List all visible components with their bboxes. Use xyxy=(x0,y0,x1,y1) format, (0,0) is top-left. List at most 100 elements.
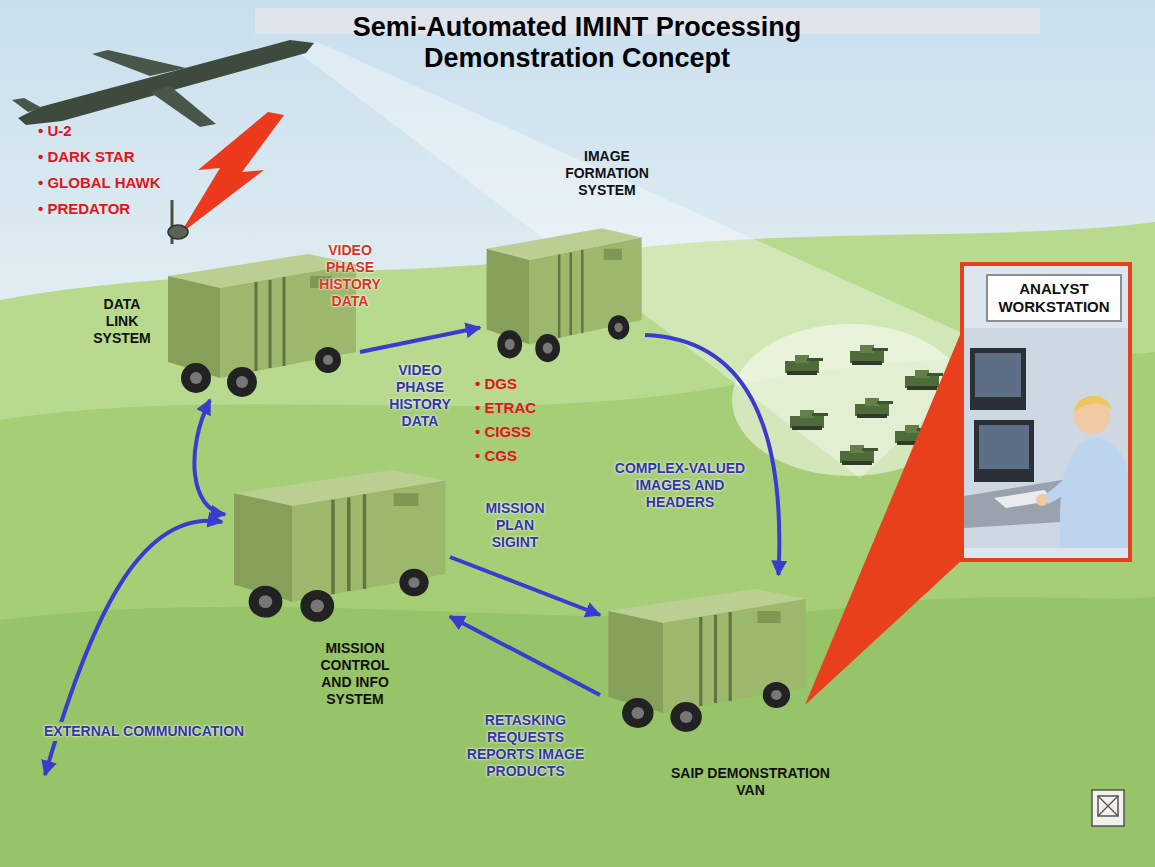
van-side xyxy=(293,481,446,602)
van-illustration xyxy=(225,455,450,625)
flow-arrow xyxy=(450,617,600,696)
van-wheel xyxy=(227,367,257,397)
callout-wedge xyxy=(805,330,962,705)
van-hub xyxy=(614,323,622,332)
van-illustration xyxy=(600,575,810,735)
van-door-line xyxy=(714,615,717,703)
edge-label: VIDEO PHASE HISTORY DATA xyxy=(375,362,465,430)
van-illustration xyxy=(480,215,645,365)
van-wheel xyxy=(608,315,629,339)
edge-label: COMPLEX-VALUED IMAGES AND HEADERS xyxy=(605,460,755,511)
van-wheel xyxy=(249,586,283,618)
logo-mark xyxy=(1098,796,1118,816)
van-door-line xyxy=(581,250,583,333)
van-door-line xyxy=(269,280,272,368)
van-hub xyxy=(408,577,419,588)
van-wheel xyxy=(535,334,560,362)
van-label: IMAGE FORMATION SYSTEM xyxy=(552,148,662,199)
van-side xyxy=(663,599,806,713)
ground-station-list-item: • CIGSS xyxy=(475,423,585,441)
flow-arrow xyxy=(194,400,225,515)
tank xyxy=(840,445,878,465)
platform-list-item: • U-2 xyxy=(38,122,208,140)
mission-control-van: MISSION CONTROL AND INFO SYSTEM xyxy=(225,455,450,625)
callout-heading: ANALYST WORKSTATION xyxy=(990,280,1118,316)
van-wheel xyxy=(315,347,341,373)
analyst-workstation-callout: ANALYST WORKSTATION xyxy=(960,262,1132,562)
van-wheel xyxy=(300,590,334,622)
van-vent xyxy=(604,249,622,260)
tank xyxy=(790,410,828,430)
analyst-hair xyxy=(1074,396,1112,412)
logo-frame xyxy=(1092,790,1124,826)
van-front xyxy=(487,249,530,345)
van-hub xyxy=(771,690,782,700)
van-door-line xyxy=(570,253,572,336)
tank xyxy=(785,355,823,375)
logo-mark xyxy=(1098,796,1118,816)
logo-icon xyxy=(1092,790,1124,826)
monitor-screen xyxy=(975,353,1021,397)
monitor-screen xyxy=(979,425,1029,469)
van-door-line xyxy=(699,617,702,706)
van-door-line xyxy=(347,498,350,592)
van-front xyxy=(608,611,663,713)
van-hub xyxy=(543,343,553,354)
analyst-body xyxy=(1060,438,1128,548)
hill xyxy=(0,597,1155,867)
van-wheel xyxy=(670,702,702,732)
van-hub xyxy=(680,711,693,723)
van-hub xyxy=(505,339,515,350)
van-wheel xyxy=(399,569,428,597)
hill xyxy=(0,352,1155,867)
platform-list-item: • PREDATOR xyxy=(38,200,208,218)
antenna-dish xyxy=(168,225,188,239)
monitor xyxy=(970,348,1026,410)
platform-list-item: • GLOBAL HAWK xyxy=(38,174,208,192)
aircraft-wing xyxy=(150,86,216,127)
room-wall xyxy=(964,328,1128,548)
keyboard xyxy=(994,490,1056,508)
flow-arrow xyxy=(645,335,779,575)
sensor-beam xyxy=(298,42,1000,478)
platform-list-item: • DARK STAR xyxy=(38,148,208,166)
edge-label: RETASKING REQUESTS REPORTS IMAGE PRODUCT… xyxy=(458,712,593,780)
van-hub xyxy=(632,707,645,719)
flow-arrow xyxy=(450,557,600,615)
van-wheel xyxy=(181,363,211,393)
van-door-line xyxy=(363,494,366,589)
flow-arrow xyxy=(360,328,480,353)
van-hub xyxy=(323,355,333,365)
van-label: MISSION CONTROL AND INFO SYSTEM xyxy=(306,640,404,708)
van-door-line xyxy=(331,500,334,595)
analyst-hand xyxy=(1036,494,1048,506)
ground-station-list-item: • CGS xyxy=(475,447,585,465)
van-side xyxy=(530,238,642,345)
van-label: SAIP DEMONSTRATION VAN xyxy=(663,765,838,799)
datalink-label: VIDEO PHASE HISTORY DATA xyxy=(305,242,395,310)
van-label: DATA LINK SYSTEM xyxy=(86,296,158,347)
van-hub xyxy=(190,372,202,384)
aircraft-wing xyxy=(92,50,186,76)
van-wheel xyxy=(622,698,654,728)
van-hub xyxy=(236,376,248,388)
van-vent xyxy=(758,611,781,623)
external-comm-label: EXTERNAL COMMUNICATION xyxy=(40,722,248,741)
van-wheel xyxy=(497,330,522,358)
ground-station-list-item: • ETRAC xyxy=(475,399,585,417)
diagram-title: Semi-Automated IMINT Processing Demonstr… xyxy=(297,12,857,74)
tank xyxy=(855,398,893,418)
van-door-line xyxy=(558,254,560,337)
van-vent xyxy=(394,493,419,506)
tank xyxy=(850,345,888,365)
callout-header: ANALYST WORKSTATION xyxy=(986,274,1122,322)
ground-station-list-item: • DGS xyxy=(475,375,585,393)
datalink-lightning xyxy=(180,112,284,234)
aircraft-fuselage xyxy=(18,40,314,125)
van-hub xyxy=(311,600,325,613)
van-front xyxy=(234,493,293,601)
van-front xyxy=(168,276,220,378)
van-door-line xyxy=(255,282,258,371)
